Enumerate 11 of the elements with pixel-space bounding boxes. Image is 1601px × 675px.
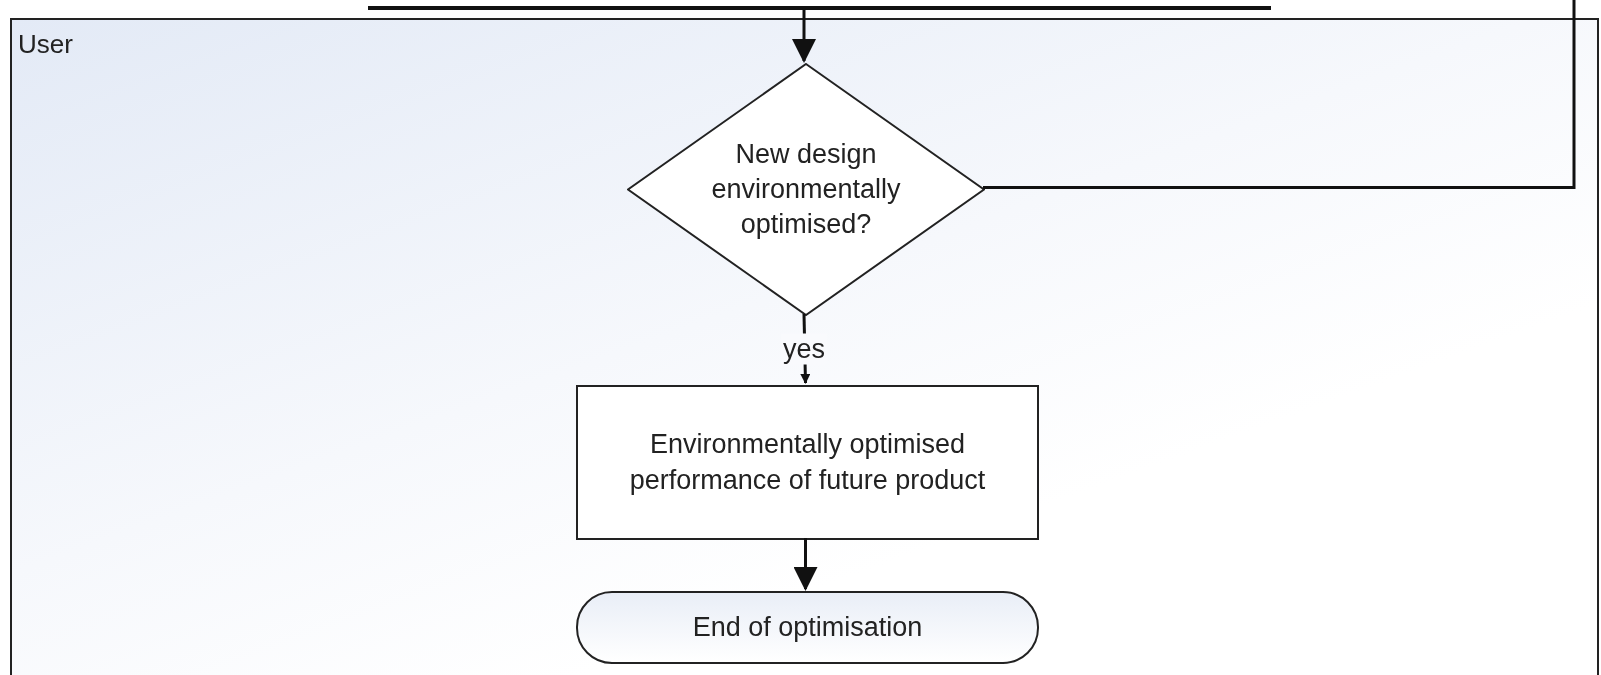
- lane-title: User: [18, 28, 73, 61]
- arrow: [793, 538, 818, 591]
- node-text: End of optimisation: [692, 610, 923, 644]
- process-box: [576, 385, 1039, 540]
- swimlane: [10, 18, 1599, 675]
- node-text: Environmentally optimised performance of future product: [628, 428, 987, 497]
- arrow: [800, 313, 811, 384]
- decision-diamond: [627, 63, 985, 316]
- node-text: New design environmentally optimised?: [710, 137, 902, 242]
- arrow: [792, 8, 816, 63]
- edge-label: yes: [781, 333, 827, 364]
